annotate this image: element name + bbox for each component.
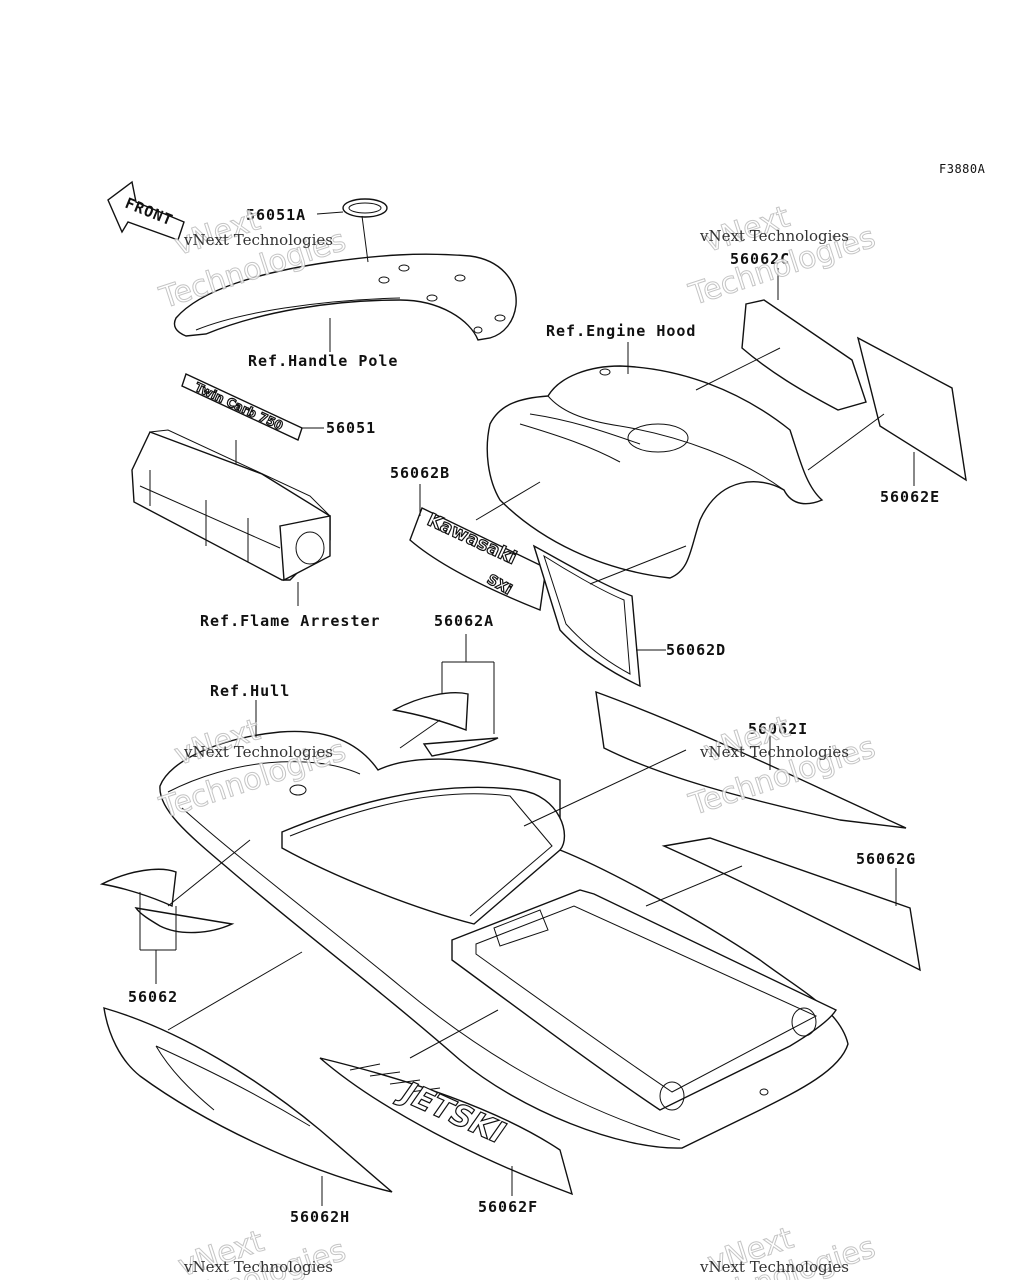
decal-56062B: Kawasaki SXi: [409, 507, 547, 611]
label-56062F: 56062F: [478, 1198, 538, 1216]
label-ref-engine-hood: Ref.Engine Hood: [546, 322, 696, 340]
leader-56062A: [399, 634, 495, 749]
leader-56062F: [409, 1009, 513, 1196]
label-ref-hull: Ref.Hull: [210, 682, 290, 700]
decal-56062C: [741, 299, 867, 411]
hull-part: [159, 730, 849, 1149]
leader-56051A: [316, 211, 369, 263]
watermark-caption: vNext Technologies: [699, 1258, 849, 1276]
decal-56062: [99, 868, 235, 934]
label-56062: 56062: [128, 988, 178, 1006]
decal-56051: Twin Carb 750: [181, 373, 303, 441]
leader-56062G: [645, 865, 897, 907]
emblem-56051A: [342, 198, 388, 218]
decal-text-twin-carb: Twin Carb 750: [193, 380, 285, 433]
watermark-caption: vNext Technologies: [699, 743, 849, 761]
label-56062G: 56062G: [856, 850, 916, 868]
label-56051A: 56051A: [246, 206, 306, 224]
label-ref-handle-pole: Ref.Handle Pole: [248, 352, 398, 370]
label-56062H: 56062H: [290, 1208, 350, 1226]
flame-arrester-part: [131, 429, 331, 582]
handle-pole-part: [173, 253, 517, 341]
engine-hood-part: [486, 365, 824, 579]
leader-56062D: [589, 545, 687, 651]
decal-56062H: [103, 1007, 393, 1193]
label-56062I: 56062I: [748, 720, 808, 738]
leader-56062: [139, 839, 251, 984]
decal-56062E: [856, 336, 967, 482]
decal-56062D: [532, 544, 641, 688]
leader-56062E: [807, 413, 915, 486]
leader-56062C: [695, 268, 781, 391]
watermark-caption: vNext Technologies: [699, 227, 849, 245]
decal-56062A: [391, 692, 499, 757]
figure-code: F3880A: [939, 162, 986, 176]
label-56062D: 56062D: [666, 641, 726, 659]
watermark-caption: vNext Technologies: [183, 743, 333, 761]
label-56062A: 56062A: [434, 612, 494, 630]
watermark-caption: vNext Technologies: [183, 231, 333, 249]
decal-56062I: [595, 690, 907, 829]
label-56062C: 56062C: [730, 250, 790, 268]
label-ref-flame-arrester: Ref.Flame Arrester: [200, 612, 381, 630]
label-56062E: 56062E: [880, 488, 940, 506]
watermark-caption: vNext Technologies: [183, 1258, 333, 1276]
label-56062B: 56062B: [390, 464, 450, 482]
label-56051: 56051: [326, 419, 376, 437]
decal-56062G: [661, 837, 921, 972]
leader-56062I: [523, 736, 771, 827]
leader-56062B: [419, 481, 541, 521]
leader-56062H: [167, 951, 323, 1206]
